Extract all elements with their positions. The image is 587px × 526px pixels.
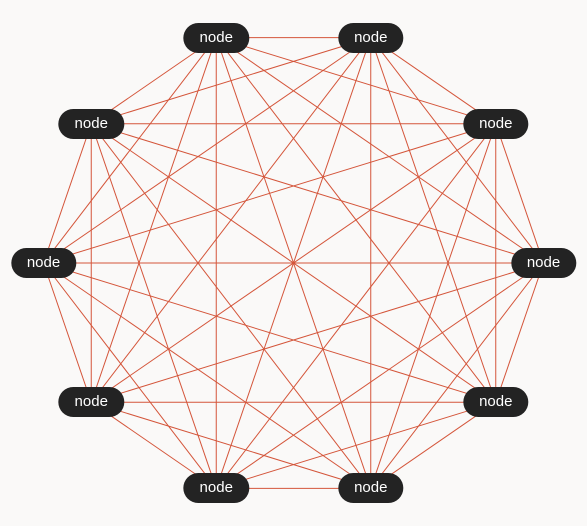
edge-3-9 bbox=[91, 123, 544, 264]
edge-2-8 bbox=[43, 123, 496, 264]
node-0[interactable]: node bbox=[183, 22, 249, 53]
edge-6-8 bbox=[43, 262, 217, 489]
node-6[interactable]: node bbox=[183, 473, 249, 504]
edge-1-8 bbox=[43, 37, 372, 264]
edge-3-7 bbox=[91, 262, 544, 403]
node-1[interactable]: node bbox=[338, 22, 404, 53]
edge-0-3 bbox=[215, 37, 544, 264]
node-5[interactable]: node bbox=[338, 473, 404, 504]
node-8[interactable]: node bbox=[10, 248, 77, 278]
edge-4-8 bbox=[43, 262, 496, 403]
edge-6-9 bbox=[90, 123, 217, 489]
edge-1-9 bbox=[91, 37, 371, 125]
node-2[interactable]: node bbox=[463, 108, 529, 139]
edge-3-4 bbox=[495, 262, 544, 403]
node-7[interactable]: node bbox=[58, 387, 124, 418]
node-4[interactable]: node bbox=[463, 387, 529, 418]
node-9[interactable]: node bbox=[58, 108, 124, 139]
edge-7-8 bbox=[43, 262, 92, 403]
edge-4-9 bbox=[90, 123, 497, 403]
node-3[interactable]: node bbox=[510, 248, 577, 278]
edge-2-3 bbox=[495, 123, 544, 264]
edge-0-7 bbox=[90, 37, 217, 403]
edge-1-4 bbox=[370, 37, 497, 403]
edge-2-5 bbox=[370, 123, 497, 489]
edge-8-9 bbox=[43, 123, 92, 264]
edge-5-8 bbox=[43, 262, 372, 489]
edge-5-7 bbox=[91, 401, 371, 489]
edge-3-6 bbox=[215, 262, 544, 489]
edge-5-9 bbox=[90, 123, 372, 489]
edge-4-6 bbox=[216, 401, 496, 489]
